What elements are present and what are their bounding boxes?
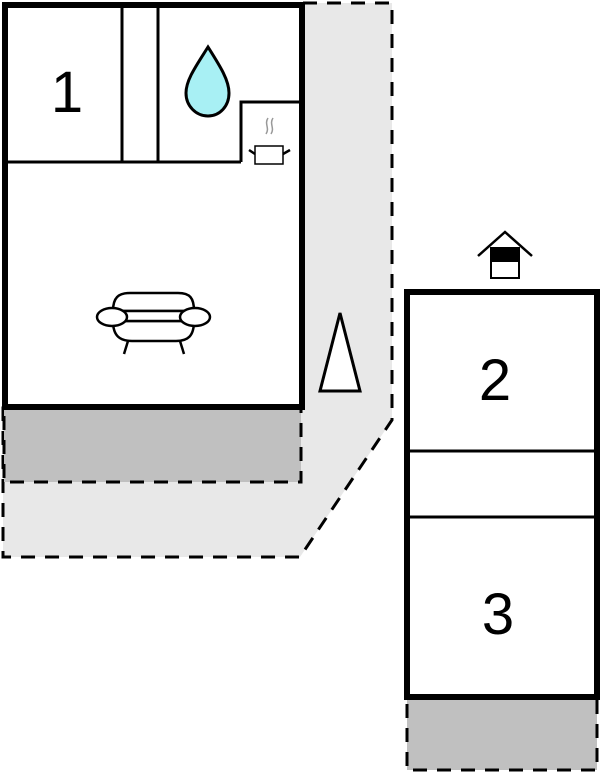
water-drop-icon xyxy=(184,44,231,118)
room-2-label: 2 xyxy=(479,348,511,413)
main-house xyxy=(2,2,305,410)
patio-main xyxy=(2,406,303,484)
annex-inner-walls xyxy=(407,449,597,519)
house-entrance-icon xyxy=(477,230,533,279)
north-arrow-icon xyxy=(318,312,362,393)
annex-building xyxy=(404,289,600,700)
sofa-icon xyxy=(95,291,212,355)
room-3-label: 3 xyxy=(482,582,514,647)
main-house-inner-walls xyxy=(5,5,300,164)
cooking-pot-icon xyxy=(248,117,291,165)
patio-annex xyxy=(405,696,599,772)
room-1-label: 1 xyxy=(51,60,83,125)
